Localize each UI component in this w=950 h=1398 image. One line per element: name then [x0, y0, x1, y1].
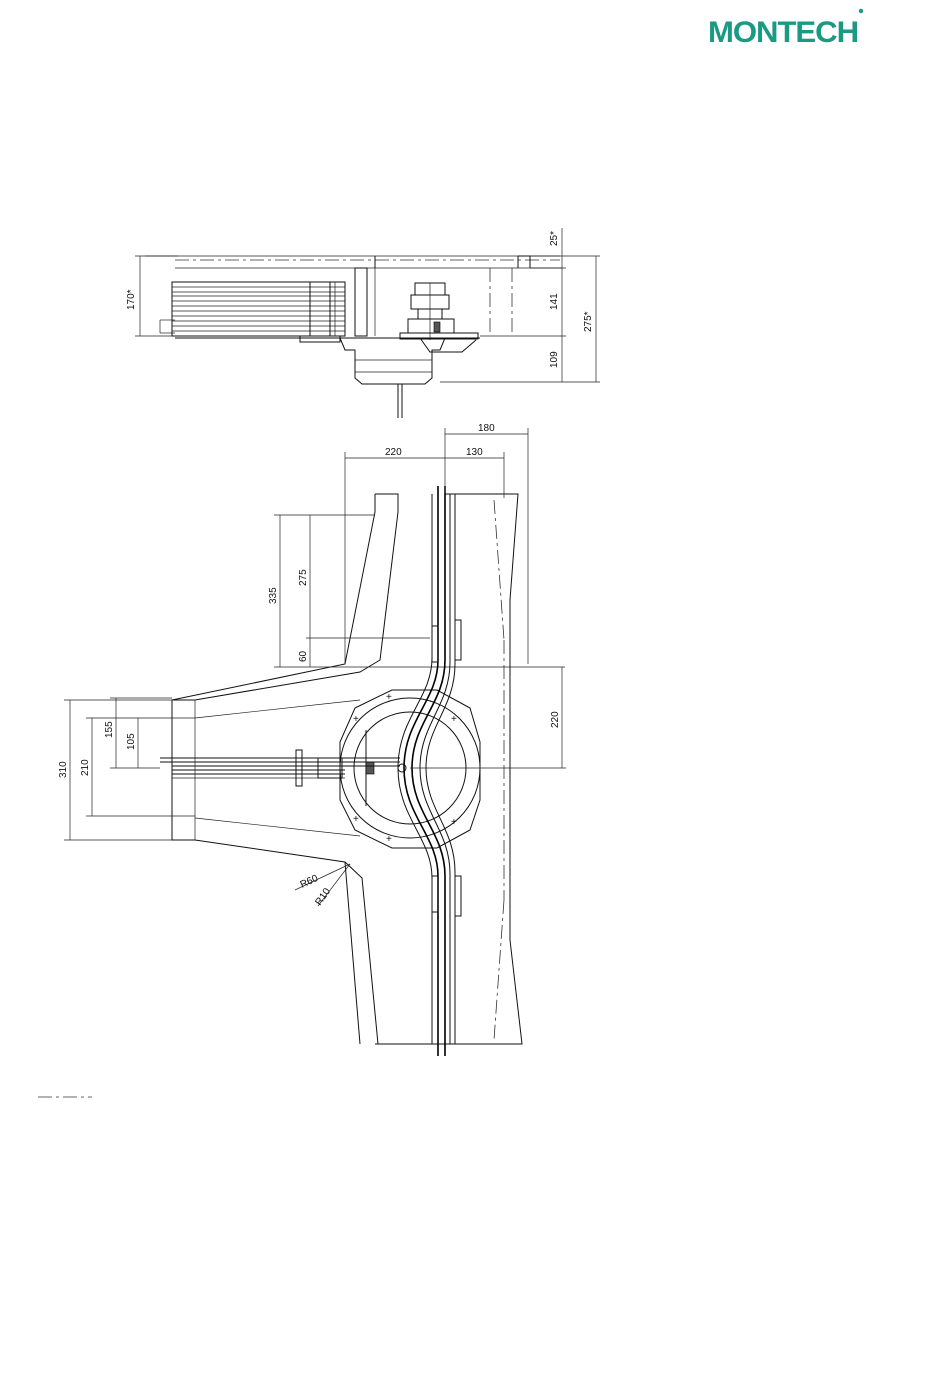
svg-text:+: +	[386, 834, 392, 845]
side-dimensions: 170* 25* 141 109 275*	[126, 228, 600, 382]
dim-105: 105	[126, 733, 137, 750]
left-rail	[160, 750, 400, 786]
dim-141: 141	[549, 293, 560, 310]
rotary-table: + + + + + +	[340, 690, 480, 848]
dim-210: 210	[80, 759, 91, 776]
dim-275: 275*	[583, 311, 594, 332]
dim-275-top: 275	[298, 569, 309, 586]
top-view: + + + + + +	[58, 423, 566, 1056]
dim-r10: R10	[313, 886, 333, 908]
top-dimensions: 180 220 130 335 275 60 220 310	[58, 423, 566, 908]
svg-text:+: +	[451, 714, 457, 725]
svg-text:+: +	[353, 714, 359, 725]
rail-pack	[172, 282, 345, 336]
dim-155: 155	[104, 721, 115, 738]
dim-170: 170*	[126, 289, 137, 310]
dim-335: 335	[268, 587, 279, 604]
svg-text:+: +	[451, 817, 457, 828]
dim-310: 310	[58, 761, 69, 778]
pick-head	[400, 283, 478, 340]
dim-130: 130	[466, 447, 483, 458]
dim-109: 109	[549, 351, 560, 368]
dim-25: 25*	[549, 231, 560, 246]
drive-unit	[300, 336, 476, 418]
dim-60: 60	[298, 650, 309, 662]
dim-r60: R60	[299, 873, 321, 891]
side-view: 170* 25* 141 109 275*	[126, 228, 600, 418]
s-curve-track	[398, 486, 461, 1056]
frame-outline	[172, 494, 522, 1044]
dim-220-top: 220	[385, 447, 402, 458]
dim-180: 180	[478, 423, 495, 434]
dim-220-right: 220	[550, 711, 561, 728]
svg-text:+: +	[386, 692, 392, 703]
svg-text:+: +	[353, 814, 359, 825]
